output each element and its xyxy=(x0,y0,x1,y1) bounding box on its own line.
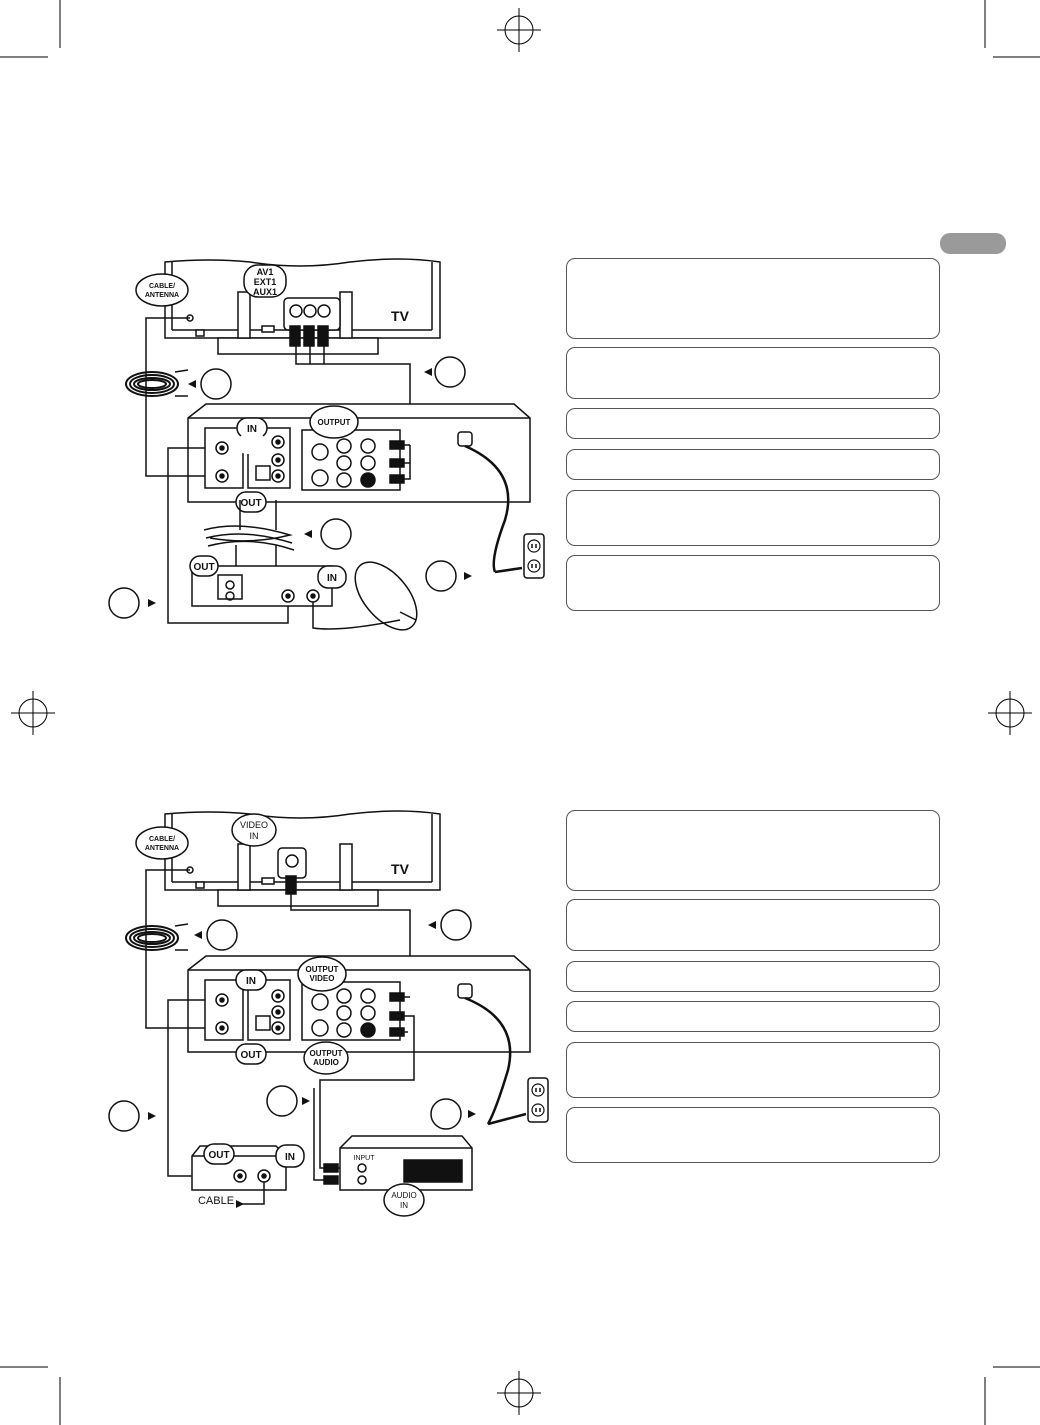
out-label-b: OUT xyxy=(240,1050,261,1061)
cable-antenna-label-line1: CABLE/ xyxy=(149,283,175,290)
bottom-diagram xyxy=(108,810,549,1217)
receiver-out-label: OUT xyxy=(193,562,214,573)
top-arrows xyxy=(148,368,472,607)
video-in-label-line2: IN xyxy=(250,831,259,841)
out-label: OUT xyxy=(240,498,261,509)
box-in-label: IN xyxy=(285,1152,295,1163)
cable-antenna-label-line2-b: ANTENNA xyxy=(145,845,179,852)
output-label: OUTPUT xyxy=(318,418,351,427)
step-box-3 xyxy=(566,408,940,439)
registration-mark-right xyxy=(987,690,1033,736)
registration-mark-top xyxy=(496,7,542,53)
output-video-label-line2: VIDEO xyxy=(310,974,335,983)
step-box-8 xyxy=(566,899,940,951)
audio-in-label-line2: IN xyxy=(400,1201,408,1210)
step-box-12 xyxy=(566,1107,940,1163)
tv-input-label-line1: AV1 xyxy=(257,267,274,277)
tv-input-label-line3: AUX1 xyxy=(253,287,277,297)
registration-mark-bottom xyxy=(496,1370,542,1416)
step-box-7 xyxy=(566,810,940,891)
cable-antenna-label-line2: ANTENNA xyxy=(145,292,179,299)
output-audio-label-line2: AUDIO xyxy=(313,1058,339,1067)
step-box-6 xyxy=(566,555,940,611)
step-box-4 xyxy=(566,449,940,480)
step-box-11 xyxy=(566,1042,940,1098)
bottom-arrows xyxy=(148,921,476,1208)
step-box-1 xyxy=(566,258,940,339)
in-label: IN xyxy=(247,424,257,435)
audio-in-label-line1: AUDIO xyxy=(391,1191,416,1200)
video-in-label-line1: VIDEO xyxy=(240,820,268,830)
top-diagram xyxy=(108,258,545,631)
tv-input-label-line2: EXT1 xyxy=(254,277,277,287)
step-box-9 xyxy=(566,961,940,992)
cable-label: CABLE xyxy=(198,1195,234,1207)
section-tab xyxy=(940,233,1006,254)
tv-label: TV xyxy=(391,308,410,324)
amp-input-label: INPUT xyxy=(354,1155,376,1162)
step-box-5 xyxy=(566,490,940,546)
step-box-2 xyxy=(566,347,940,399)
output-audio-label-line1: OUTPUT xyxy=(310,1049,343,1058)
receiver-in-label: IN xyxy=(327,573,337,584)
tv-label-b: TV xyxy=(391,861,410,877)
box-out-label: OUT xyxy=(208,1150,229,1161)
step-box-10 xyxy=(566,1001,940,1032)
in-label-b: IN xyxy=(246,976,256,987)
registration-mark-left xyxy=(10,690,56,736)
output-video-label-line1: OUTPUT xyxy=(306,965,339,974)
cable-antenna-label-line1-b: CABLE/ xyxy=(149,836,175,843)
